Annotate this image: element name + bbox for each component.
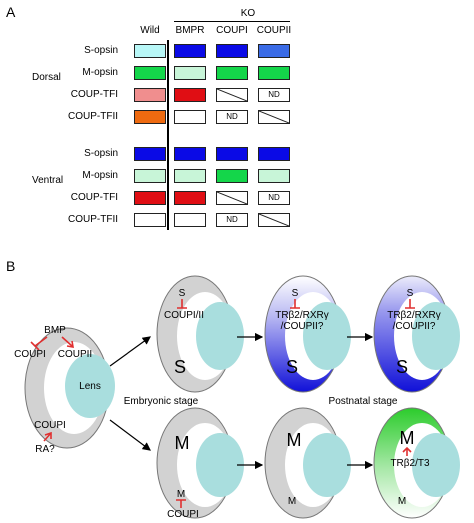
ko-header-line — [174, 21, 290, 22]
not-applicable-cell — [216, 88, 248, 102]
tr-inhibit-s — [290, 299, 300, 309]
expression-cell — [174, 66, 206, 80]
bmp-coupi-inhibit-arrow — [34, 336, 48, 347]
coupi-label: COUPI — [167, 509, 199, 520]
expression-cell — [216, 44, 248, 58]
s-small-label: S — [292, 288, 299, 299]
expression-cell — [174, 169, 206, 183]
tr-t3-label: TRβ2/T3 — [390, 458, 430, 469]
s-big-label: S — [286, 357, 298, 377]
expression-cell — [134, 191, 166, 205]
coupi-bottom-label: COUPI — [34, 420, 66, 431]
not-applicable-cell — [258, 213, 290, 227]
col-coupii: COUPII — [256, 25, 292, 36]
s-big-label: S — [396, 357, 408, 377]
not-applicable-cell — [216, 191, 248, 205]
expression-cell — [258, 169, 290, 183]
initial-eye: Lens BMP COUPI COUPII COUPI RA? — [14, 325, 115, 455]
expression-cell — [134, 213, 166, 227]
m-big-label: M — [287, 430, 302, 450]
wild-ko-divider — [167, 40, 169, 230]
not-determined-cell: ND — [216, 110, 248, 124]
expression-cell — [174, 88, 206, 102]
expression-cell — [134, 169, 166, 183]
lens-label: Lens — [79, 381, 101, 392]
row-label-s-opsin: S-opsin — [84, 148, 118, 159]
expression-cell — [258, 44, 290, 58]
ra-coupi-arrow — [43, 432, 52, 442]
ra-label: RA? — [35, 444, 55, 455]
arrow-to-s-embryonic — [109, 336, 151, 367]
col-bmpr: BMPR — [175, 25, 205, 36]
expression-cell — [134, 66, 166, 80]
s-postnatal-eye-2: S TRβ2/RXRγ /COUPII? S — [373, 275, 460, 393]
expression-cell — [216, 169, 248, 183]
expression-cell — [134, 147, 166, 161]
m-small-label: M — [398, 496, 406, 507]
expression-cell — [174, 44, 206, 58]
m-small-label: M — [288, 496, 296, 507]
s-big-label: S — [174, 357, 186, 377]
coup-inhibit-s — [177, 299, 187, 309]
coupii-label: COUPII — [58, 349, 92, 360]
expression-cell — [174, 191, 206, 205]
m-big-label: M — [400, 428, 415, 448]
panel-b-letter: B — [6, 258, 16, 274]
tr-t3-activate-arrow — [402, 446, 412, 456]
expression-cell — [134, 88, 166, 102]
m-postnatal-eye-2: M TRβ2/T3 M — [373, 407, 460, 519]
row-label-coup-tfi: COUP-TFI — [70, 89, 118, 100]
coupii-question-label: /COUPII? — [281, 321, 324, 332]
arrow-to-m-embryonic — [109, 419, 151, 451]
col-wild: Wild — [140, 25, 160, 36]
tr-rxr-label: TRβ2/RXRγ — [275, 310, 329, 321]
m-postnatal-eye-1: M M — [264, 407, 351, 519]
row-label-m-opsin: M-opsin — [82, 170, 118, 181]
lens-shape — [65, 354, 115, 418]
row-label-coup-tfii: COUP-TFII — [68, 214, 118, 225]
ko-header: KO — [240, 8, 256, 19]
expression-cell — [134, 44, 166, 58]
expression-cell — [174, 110, 206, 124]
embryonic-stage-label: Embryonic stage — [124, 396, 199, 407]
expression-cell — [216, 147, 248, 161]
coupi-inhibit-m — [176, 499, 186, 508]
row-label-m-opsin: M-opsin — [82, 67, 118, 78]
expression-cell — [258, 147, 290, 161]
coupi-label: COUPI — [14, 349, 46, 360]
m-small-label: M — [177, 489, 185, 500]
postnatal-stage-label: Postnatal stage — [329, 396, 398, 407]
group-label-ventral: Ventral — [32, 175, 64, 186]
bmp-coupii-activate-arrow — [61, 336, 73, 347]
row-label-coup-tfii: COUP-TFII — [68, 111, 118, 122]
tr-rxr-label: TRβ2/RXRγ — [387, 310, 441, 321]
s-small-label: S — [407, 288, 414, 299]
coup-label: COUPI/II — [164, 310, 204, 321]
row-label-s-opsin: S-opsin — [84, 45, 118, 56]
not-applicable-cell — [258, 110, 290, 124]
coupii-question-label: /COUPII? — [393, 321, 436, 332]
expression-cell — [174, 147, 206, 161]
not-determined-cell: ND — [258, 191, 290, 205]
row-label-coup-tfi: COUP-TFI — [70, 192, 118, 203]
expression-cell — [258, 66, 290, 80]
panel-a-letter: A — [6, 4, 16, 20]
s-postnatal-eye-1: S TRβ2/RXRγ /COUPII? S — [264, 275, 351, 393]
bmp-label: BMP — [44, 325, 66, 336]
expression-cell — [174, 213, 206, 227]
s-small-label: S — [179, 288, 186, 299]
m-embryonic-eye: M M COUPI — [156, 407, 244, 520]
s-embryonic-eye: S COUPI/II S — [156, 275, 244, 393]
not-determined-cell: ND — [216, 213, 248, 227]
col-coupi: COUPI — [216, 25, 248, 36]
expression-cell — [216, 66, 248, 80]
expression-cell — [134, 110, 166, 124]
group-label-dorsal: Dorsal — [32, 72, 61, 83]
not-determined-cell: ND — [258, 88, 290, 102]
tr-inhibit-s — [405, 299, 415, 309]
m-big-label: M — [175, 433, 190, 453]
